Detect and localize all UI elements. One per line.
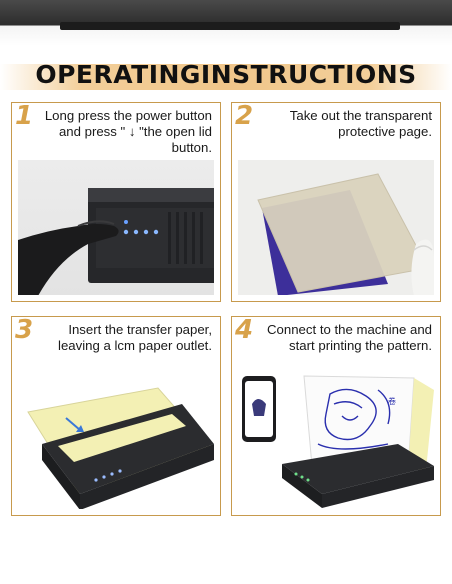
step-1-panel: 1 Long press the power button and press … <box>11 101 221 302</box>
step-4-photo: 卷 <box>238 374 434 509</box>
step-2-photo <box>238 160 434 295</box>
svg-text:卷: 卷 <box>388 396 396 406</box>
step-instruction: Long press the power button and press " … <box>44 108 212 155</box>
step-number: 3 <box>15 315 34 345</box>
printer-top-edge-photo <box>0 0 452 46</box>
step-instruction: Take out the transparent protective page… <box>289 108 432 139</box>
step-number: 1 <box>15 101 34 131</box>
step-2-panel: 2 Take out the transparent protective pa… <box>231 101 441 302</box>
step-instruction: Insert the transfer paper, leaving a lcm… <box>58 322 212 353</box>
page-title: OPERATINGINSTRUCTIONS <box>35 60 417 89</box>
step-number: 4 <box>235 315 254 345</box>
step-4-panel: 4 Connect to the machine and start print… <box>231 315 441 516</box>
step-3-photo <box>18 374 214 509</box>
step-3-panel: 3 Insert the transfer paper, leaving a l… <box>11 315 221 516</box>
step-1-photo <box>18 160 214 295</box>
step-number: 2 <box>235 101 254 131</box>
step-instruction: Connect to the machine and start printin… <box>267 322 432 353</box>
title-band <box>0 64 452 90</box>
